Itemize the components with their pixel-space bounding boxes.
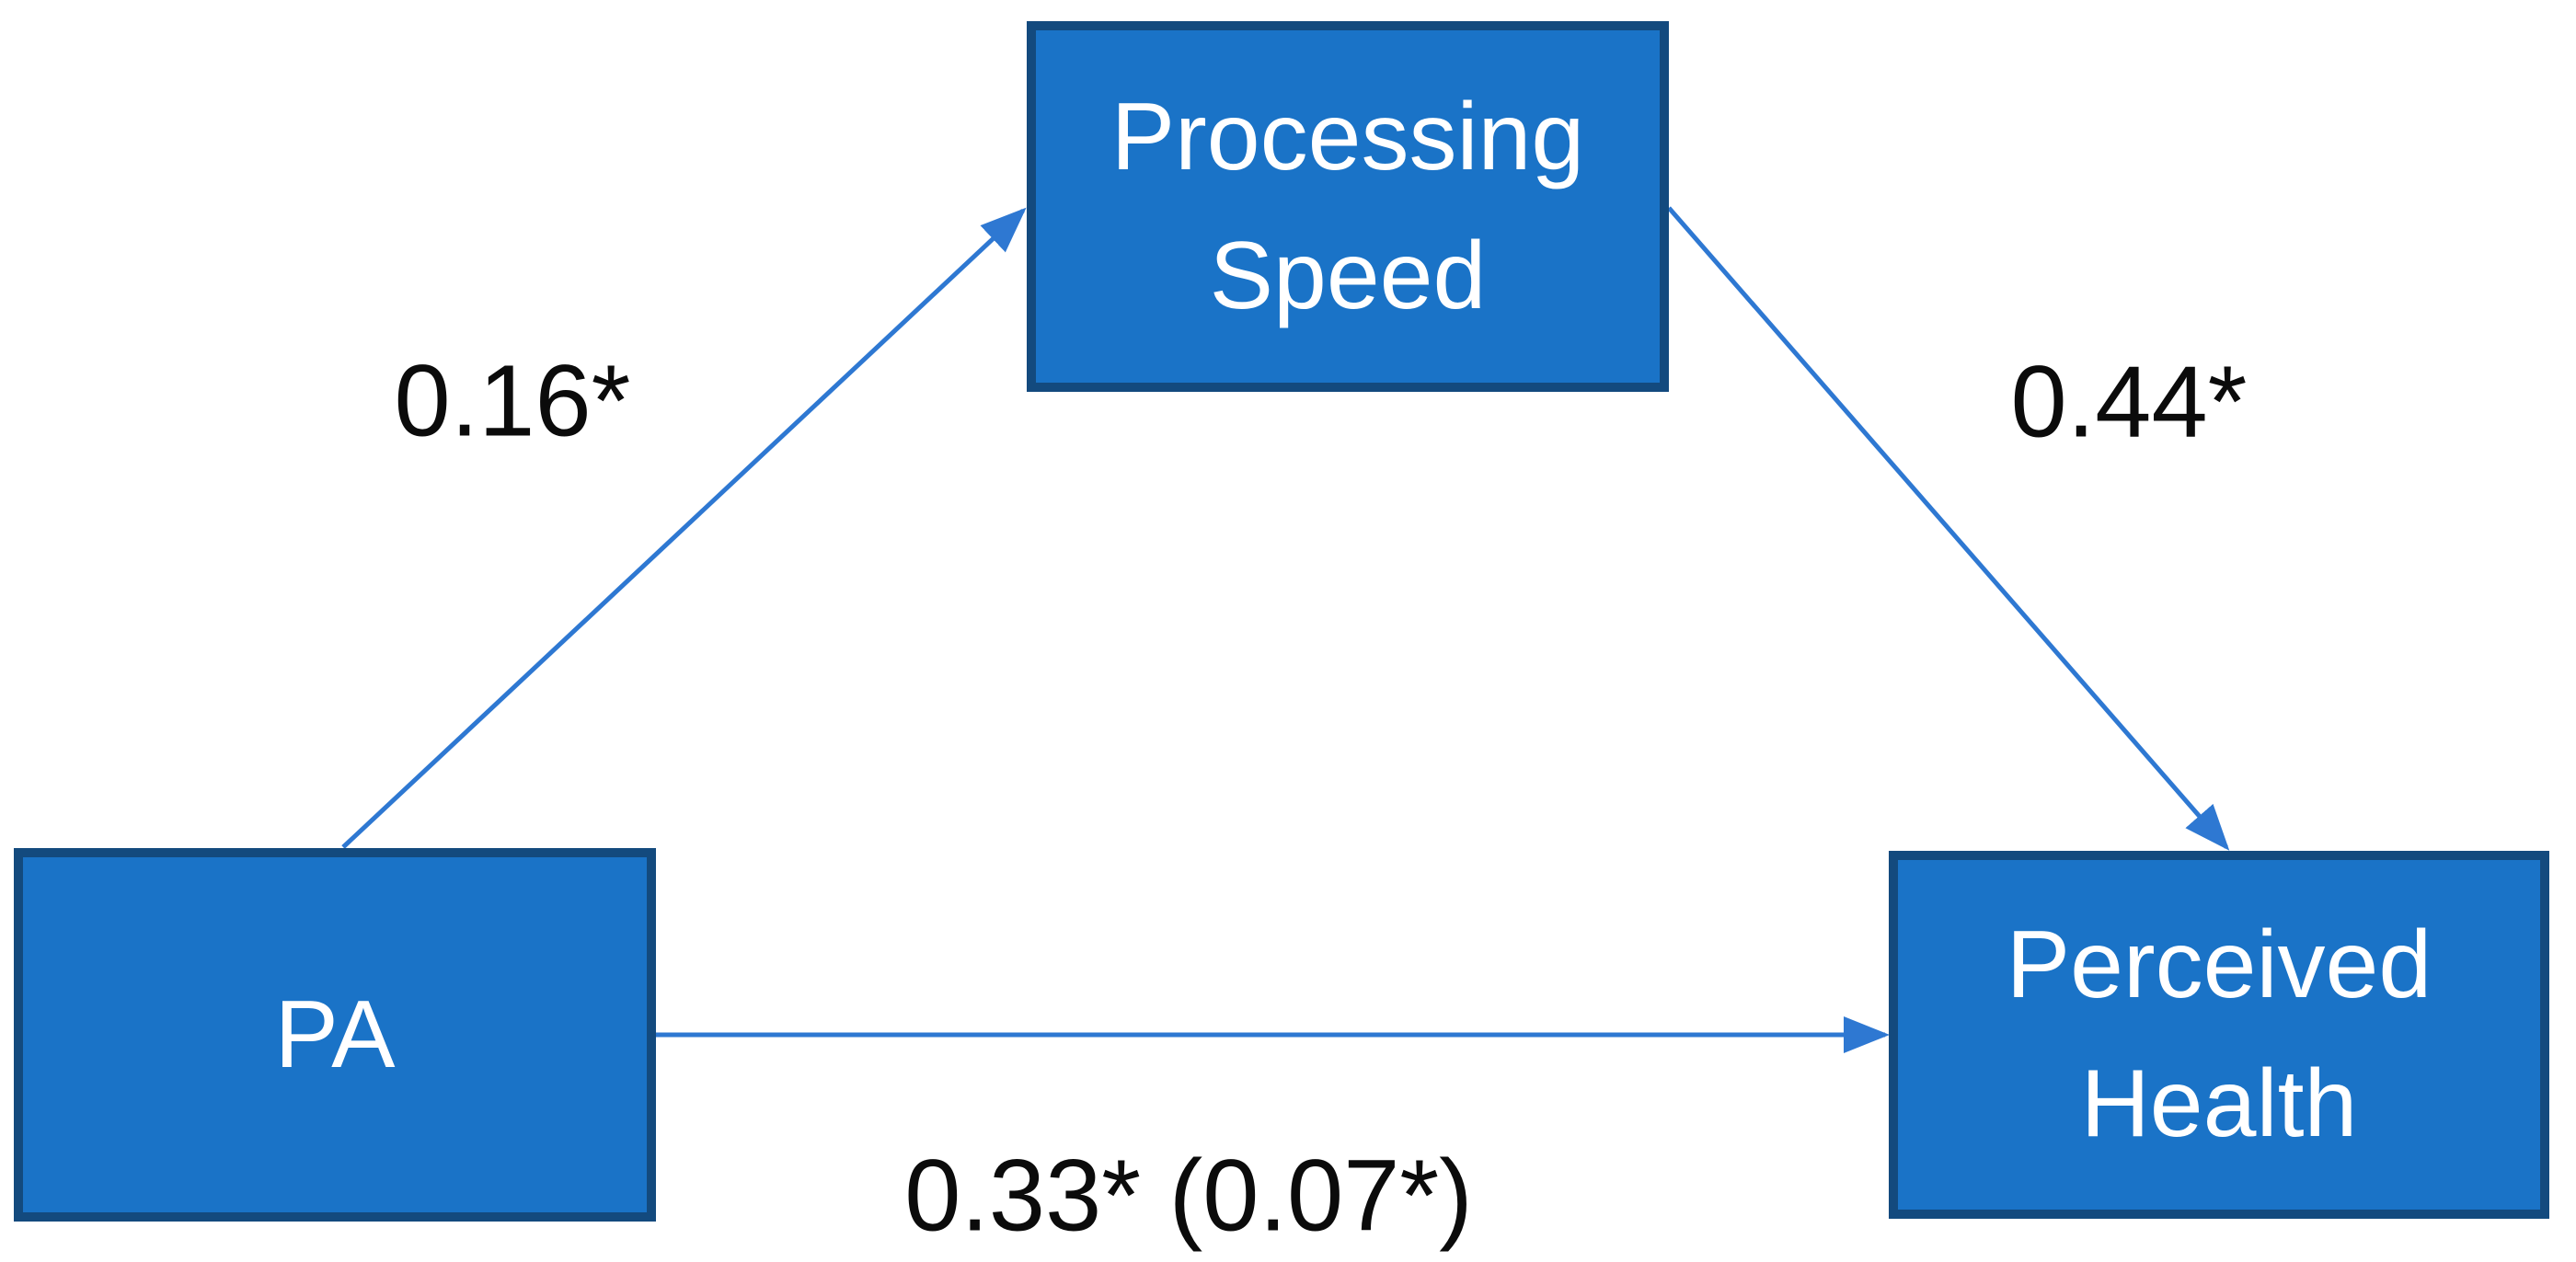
arrow-pa-to-processing-speed: [341, 207, 1027, 849]
node-perceived-health-label: Perceived Health: [2006, 912, 2432, 1157]
node-perceived-health: Perceived Health: [1889, 851, 2549, 1219]
node-pa: PA: [14, 848, 656, 1222]
coefficient-pa-to-processing-speed: 0.16*: [394, 344, 631, 458]
coefficient-processing-speed-to-perceived-health: 0.44*: [2010, 345, 2248, 459]
coefficient-pa-to-perceived-health: 0.33* (0.07*): [904, 1139, 1473, 1253]
node-processing-speed: Processing Speed: [1027, 21, 1669, 392]
node-pa-label: PA: [274, 981, 396, 1088]
node-processing-speed-label: Processing Speed: [1110, 83, 1585, 329]
arrow-processing-speed-to-perceived-health: [1667, 206, 2230, 851]
